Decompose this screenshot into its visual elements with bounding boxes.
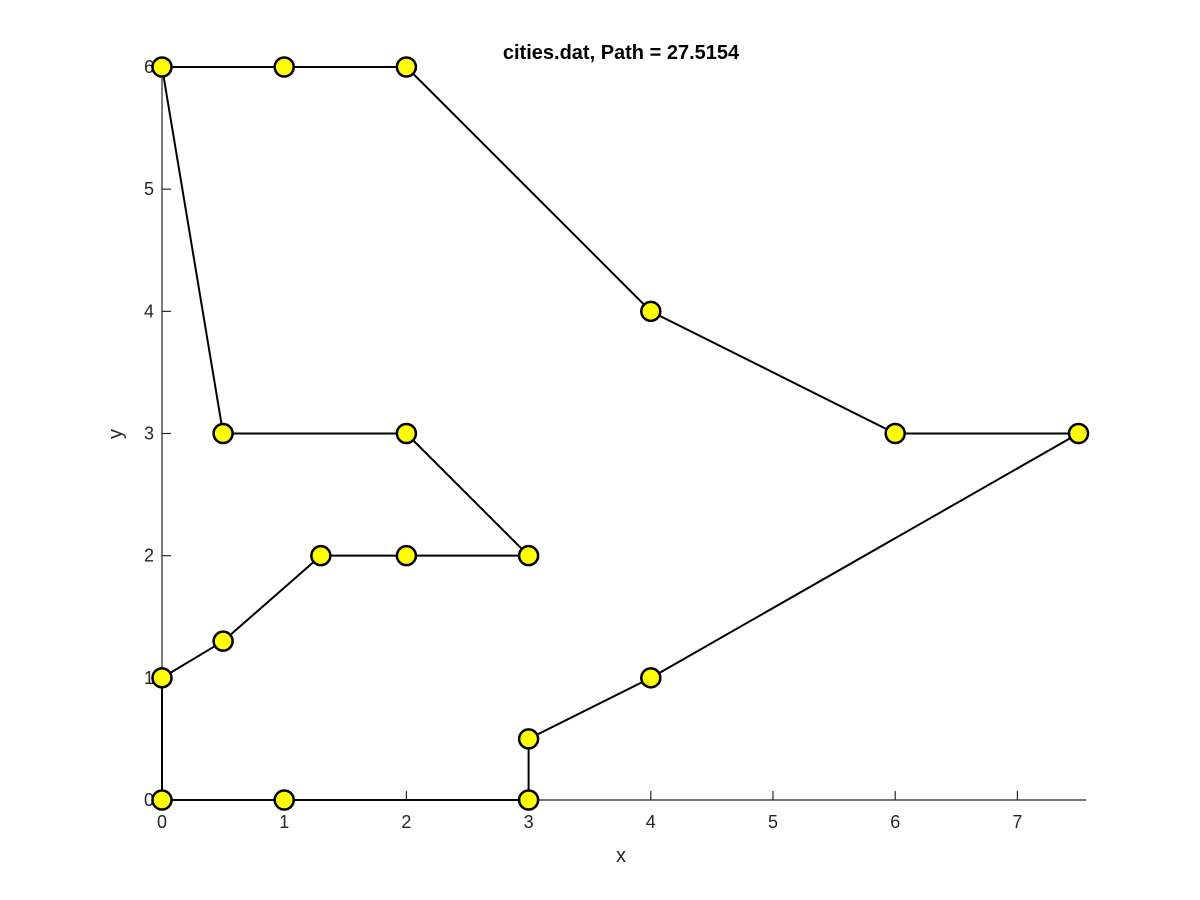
path-segment <box>405 66 652 313</box>
city-marker <box>640 300 662 323</box>
city-marker <box>273 789 295 811</box>
city-marker <box>151 789 173 811</box>
y-tick-label: 5 <box>144 179 154 199</box>
y-tick-label: 3 <box>144 424 154 444</box>
axes: 0 1 2 3 4 5 6 7 0 1 2 3 4 5 6 <box>144 57 1086 832</box>
city-marker <box>640 667 662 689</box>
x-tick-label: 7 <box>1012 812 1022 832</box>
city-marker <box>517 728 540 750</box>
city-marker <box>151 56 173 78</box>
tour-path <box>161 66 1079 801</box>
city-markers <box>151 56 1090 811</box>
city-marker <box>517 789 540 811</box>
city-marker <box>273 56 295 78</box>
path-segment <box>161 66 225 434</box>
city-marker <box>212 422 234 445</box>
y-tick-label: 0 <box>144 790 154 810</box>
path-segment <box>405 432 530 557</box>
x-tick-label: 0 <box>157 812 167 832</box>
y-tick-label: 1 <box>144 668 154 688</box>
x-tick-label: 2 <box>401 812 411 832</box>
y-tick-label: 4 <box>144 301 154 321</box>
city-marker <box>395 422 418 445</box>
x-tick-label: 4 <box>646 812 656 832</box>
x-tick-label: 3 <box>524 812 534 832</box>
chart-title: cities.dat, Path = 27.5154 <box>503 42 740 64</box>
x-tick-label: 6 <box>890 812 900 832</box>
city-marker <box>395 56 418 78</box>
city-marker <box>1067 422 1090 445</box>
x-tick-label: 1 <box>279 812 289 832</box>
x-tick-label: 5 <box>768 812 778 832</box>
x-axis-label: x <box>616 845 626 867</box>
city-marker <box>310 544 332 567</box>
path-segment <box>222 554 322 642</box>
path-segment <box>161 640 224 679</box>
city-marker <box>884 422 906 445</box>
path-segment <box>650 432 1079 679</box>
y-axis-label: y <box>105 429 127 439</box>
city-marker <box>212 630 234 652</box>
path-segment <box>528 676 652 740</box>
y-tick-label: 6 <box>144 57 154 77</box>
x-ticks: 0 1 2 3 4 5 6 7 <box>157 791 1022 832</box>
path-segment <box>650 310 896 435</box>
city-marker <box>395 544 418 567</box>
city-marker <box>517 544 540 567</box>
city-marker <box>151 667 173 689</box>
y-tick-label: 2 <box>144 546 154 566</box>
